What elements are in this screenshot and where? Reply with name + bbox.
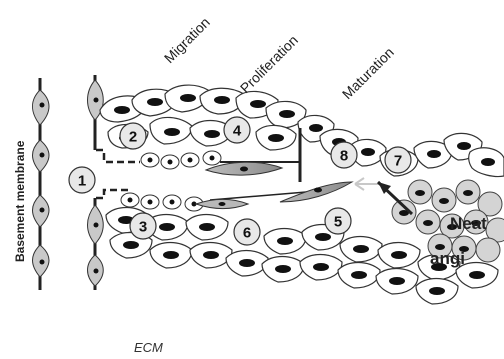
marker-2: 2 <box>120 123 146 149</box>
maturation-label: Maturation <box>339 44 397 102</box>
marker-3: 3 <box>130 213 156 239</box>
ecm-label: ECM <box>134 340 163 355</box>
marker-5: 5 <box>325 208 351 234</box>
tip-cell-arrow <box>355 178 380 190</box>
marker-7: 7 <box>385 147 411 173</box>
svg-text:4: 4 <box>233 123 242 140</box>
migrating-cells <box>196 162 352 208</box>
svg-text:8: 8 <box>340 148 348 165</box>
marker-4: 4 <box>224 117 250 143</box>
marker-8: 8 <box>331 142 357 168</box>
migration-label: Migration <box>161 14 213 66</box>
svg-text:5: 5 <box>334 214 342 231</box>
svg-text:6: 6 <box>243 225 251 242</box>
svg-text:2: 2 <box>129 129 137 146</box>
basement-membrane-label: Basement membrane <box>13 140 27 262</box>
svg-text:3: 3 <box>139 219 147 236</box>
sprout-label-bottom: angi <box>430 249 465 268</box>
proliferation-label: Proliferation <box>237 32 301 96</box>
marker-6: 6 <box>234 219 260 245</box>
marker-1: 1 <box>69 167 95 193</box>
sprout-label-top: Neat <box>450 214 487 233</box>
basement-membrane <box>33 78 50 290</box>
svg-text:7: 7 <box>394 153 402 170</box>
svg-text:1: 1 <box>78 173 86 190</box>
